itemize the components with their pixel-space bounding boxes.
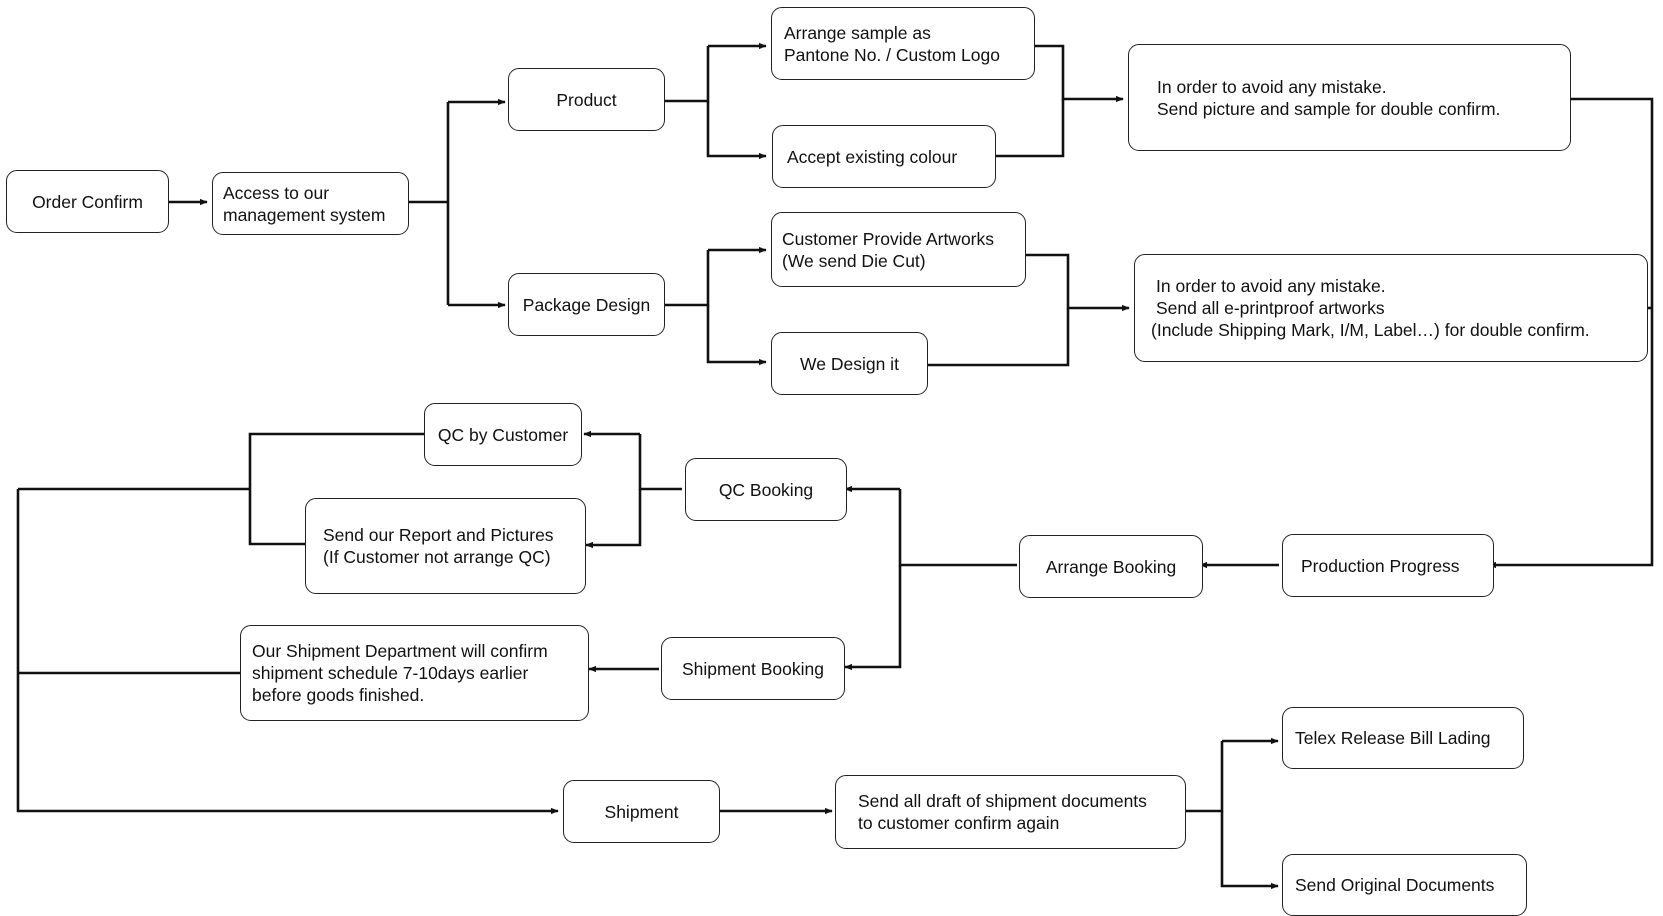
node-send-draft-line-1: Send all draft of shipment documents	[858, 791, 1147, 811]
node-avoid-mistake-package-line-2: Send all e-printproof artworks	[1156, 298, 1385, 318]
node-shipment-dept-line-3: before goods finished.	[252, 685, 425, 705]
node-send-original-label: Send Original Documents	[1295, 875, 1495, 895]
node-customer-artworks-line-2: (We send Die Cut)	[782, 250, 926, 271]
node-qc-by-customer: QC by Customer	[424, 403, 582, 466]
node-send-report-line-2: (If Customer not arrange QC)	[323, 547, 551, 567]
edge-to-we-design	[706, 305, 767, 366]
node-shipment-dept-line-2: shipment schedule 7-10days earlier	[252, 663, 529, 683]
edge-left-bus	[16, 489, 559, 815]
node-access-system-line-2: management system	[223, 204, 386, 225]
node-shipment-dept: Our Shipment Department will confirm shi…	[240, 625, 589, 721]
node-arrange-sample: Arrange sample as Pantone No. / Custom L…	[771, 7, 1035, 80]
node-customer-artworks: Customer Provide Artworks (We send Die C…	[771, 212, 1026, 287]
node-we-design-label: We Design it	[800, 353, 899, 374]
node-package-design-label: Package Design	[522, 294, 651, 315]
edge-to-product	[446, 102, 505, 305]
node-customer-artworks-line-1: Customer Provide Artworks	[782, 228, 995, 249]
node-production-progress-label: Production Progress	[1301, 555, 1460, 576]
node-avoid-mistake-package: In order to avoid any mistake. Send all …	[1134, 254, 1648, 362]
node-telex-release-label: Telex Release Bill Lading	[1295, 728, 1491, 748]
node-accept-colour-label: Accept existing colour	[787, 146, 958, 167]
edge-draft-split	[1186, 741, 1224, 813]
edge-product-split	[663, 46, 710, 103]
node-we-design: We Design it	[771, 332, 928, 395]
node-arrange-booking: Arrange Booking	[1019, 535, 1203, 598]
edge-sample-merge	[1029, 44, 1124, 103]
edge-package-split	[663, 250, 710, 307]
node-avoid-mistake-package-line-3: (Include Shipping Mark, I/M, Label…) for…	[1151, 320, 1590, 340]
node-send-report: Send our Report and Pictures (If Custome…	[305, 498, 586, 594]
node-order-confirm-label: Order Confirm	[32, 191, 143, 212]
edge-booking-split	[898, 489, 1017, 567]
node-shipment-booking-label: Shipment Booking	[681, 658, 825, 679]
node-shipment-dept-line-1: Our Shipment Department will confirm	[252, 641, 548, 661]
node-send-draft-line-2: to customer confirm again	[858, 813, 1060, 833]
node-send-original: Send Original Documents	[1282, 854, 1527, 916]
node-accept-colour: Accept existing colour	[772, 125, 996, 188]
node-send-draft: Send all draft of shipment documents to …	[835, 775, 1186, 849]
node-avoid-mistake-product-line-2: Send picture and sample for double confi…	[1157, 98, 1501, 119]
node-avoid-mistake-product-line-1: In order to avoid any mistake.	[1157, 76, 1387, 97]
node-product: Product	[508, 68, 665, 131]
edge-right-bus	[1488, 97, 1654, 569]
edge-artworks-merge	[1022, 253, 1130, 312]
edge-to-original	[1220, 811, 1279, 890]
node-shipment-booking: Shipment Booking	[661, 637, 845, 700]
node-order-confirm: Order Confirm	[6, 170, 169, 233]
node-arrange-sample-line-1: Arrange sample as	[784, 22, 931, 43]
node-shipment-label: Shipment	[604, 801, 679, 822]
node-telex-release: Telex Release Bill Lading	[1282, 707, 1524, 769]
node-avoid-mistake-package-line-1: In order to avoid any mistake.	[1156, 276, 1386, 296]
edge-to-send-report	[585, 489, 642, 549]
node-qc-by-customer-label: QC by Customer	[437, 424, 569, 445]
node-package-design: Package Design	[508, 273, 665, 336]
edge-to-accept-colour	[706, 101, 767, 160]
edge-we-design-merge	[924, 308, 1070, 367]
node-avoid-mistake-product: In order to avoid any mistake. Send pict…	[1128, 44, 1571, 151]
edge-colour-merge	[993, 99, 1065, 158]
node-access-system: Access to our management system	[212, 172, 409, 235]
node-arrange-sample-line-2: Pantone No. / Custom Logo	[784, 44, 1000, 65]
edge-qc-split	[638, 434, 682, 491]
node-qc-booking: QC Booking	[685, 458, 847, 521]
node-send-report-line-1: Send our Report and Pictures	[323, 525, 554, 545]
node-shipment: Shipment	[563, 780, 720, 843]
edge-to-shipment-booking	[844, 565, 902, 671]
node-qc-booking-label: QC Booking	[718, 479, 814, 500]
node-access-system-line-1: Access to our	[223, 182, 330, 203]
node-arrange-booking-label: Arrange Booking	[1045, 556, 1177, 577]
node-product-label: Product	[556, 89, 617, 110]
node-production-progress: Production Progress	[1282, 534, 1494, 597]
